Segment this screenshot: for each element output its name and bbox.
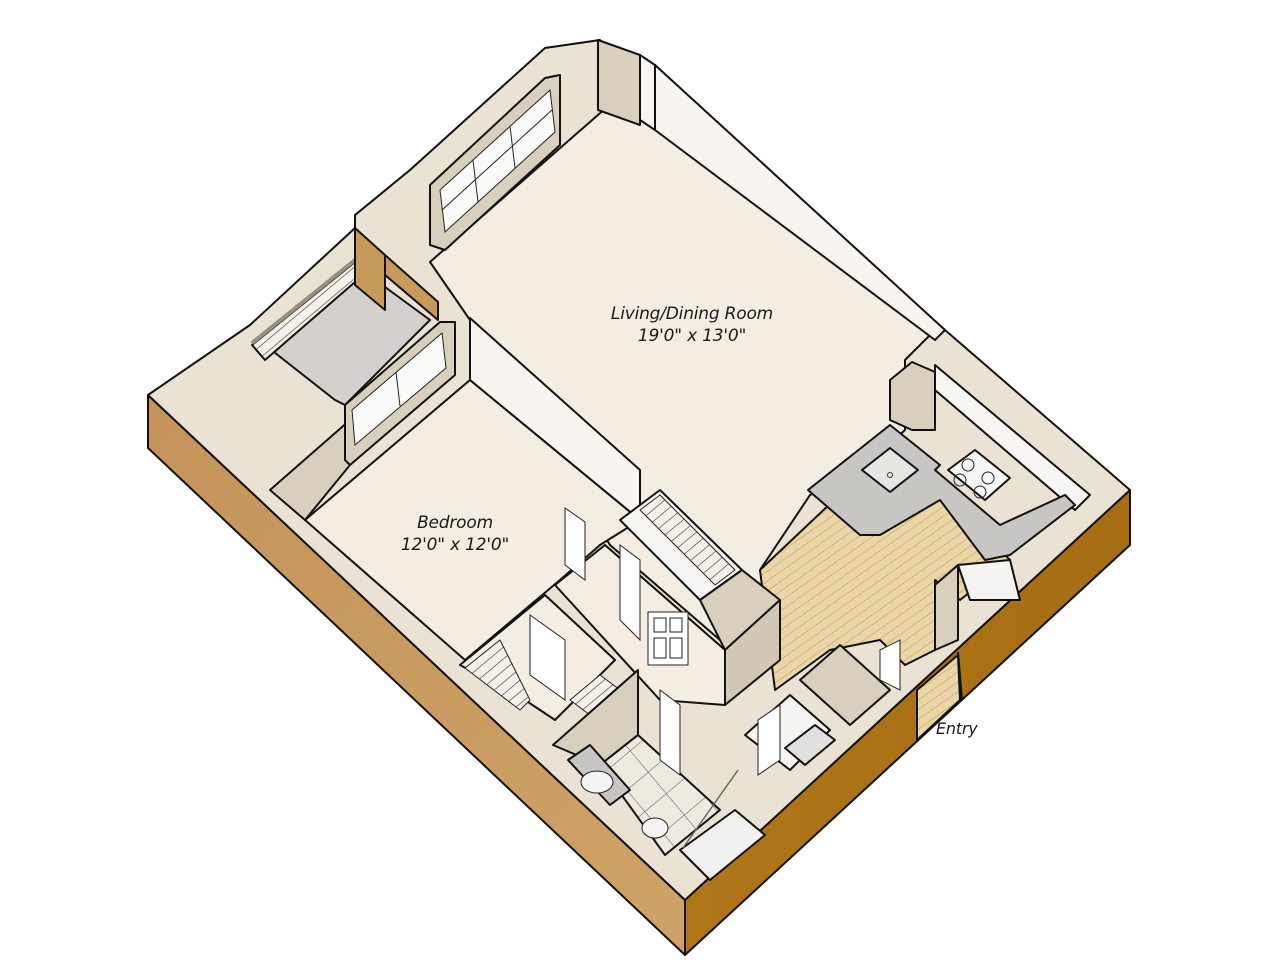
living-wall-back-left xyxy=(597,39,641,126)
bedroom-dimensions: 12'0" x 12'0" xyxy=(400,535,510,555)
laundry-closet xyxy=(744,644,891,776)
kitchen-sink xyxy=(861,447,919,493)
hallway-closets xyxy=(554,489,781,706)
closet-door[interactable] xyxy=(619,544,641,642)
bedroom-name: Bedroom xyxy=(417,513,493,533)
bedroom-closet-door[interactable] xyxy=(529,614,566,701)
kitchen xyxy=(759,361,1091,691)
coat-closet-door[interactable] xyxy=(879,639,901,691)
kitchen-sink-drain xyxy=(887,472,893,478)
coat-closet xyxy=(879,559,1021,691)
shower-rod xyxy=(682,769,739,849)
bathtub xyxy=(679,809,766,881)
living-dining-room-dimensions: 19'0" x 13'0" xyxy=(637,326,747,346)
balcony xyxy=(250,227,439,406)
living-room-windows xyxy=(429,74,561,251)
hall-door[interactable] xyxy=(647,611,689,666)
kitchen-pillar xyxy=(889,361,936,431)
living-pillar xyxy=(639,54,656,131)
balcony-door-jamb xyxy=(354,227,386,311)
bathroom-door[interactable] xyxy=(659,689,681,776)
balcony-handrail xyxy=(250,258,357,345)
toilet xyxy=(641,817,669,839)
bedroom-closet xyxy=(459,594,621,721)
entry-label: Entry xyxy=(936,719,978,738)
bedroom-windows xyxy=(344,321,456,466)
living-dining-room-name: Living/Dining Room xyxy=(610,304,774,324)
laundry-door[interactable] xyxy=(757,704,781,776)
living-dining-room-label: Living/Dining Room 19'0" x 13'0" xyxy=(592,303,792,347)
bedroom-label: Bedroom 12'0" x 12'0" xyxy=(380,512,530,556)
bedroom-door[interactable] xyxy=(564,507,586,581)
entry-doorway[interactable] xyxy=(916,651,963,741)
washer-dryer xyxy=(784,724,836,766)
bathroom-sink xyxy=(580,770,614,794)
kitchen-stove xyxy=(947,449,1011,501)
bathroom xyxy=(552,669,766,881)
